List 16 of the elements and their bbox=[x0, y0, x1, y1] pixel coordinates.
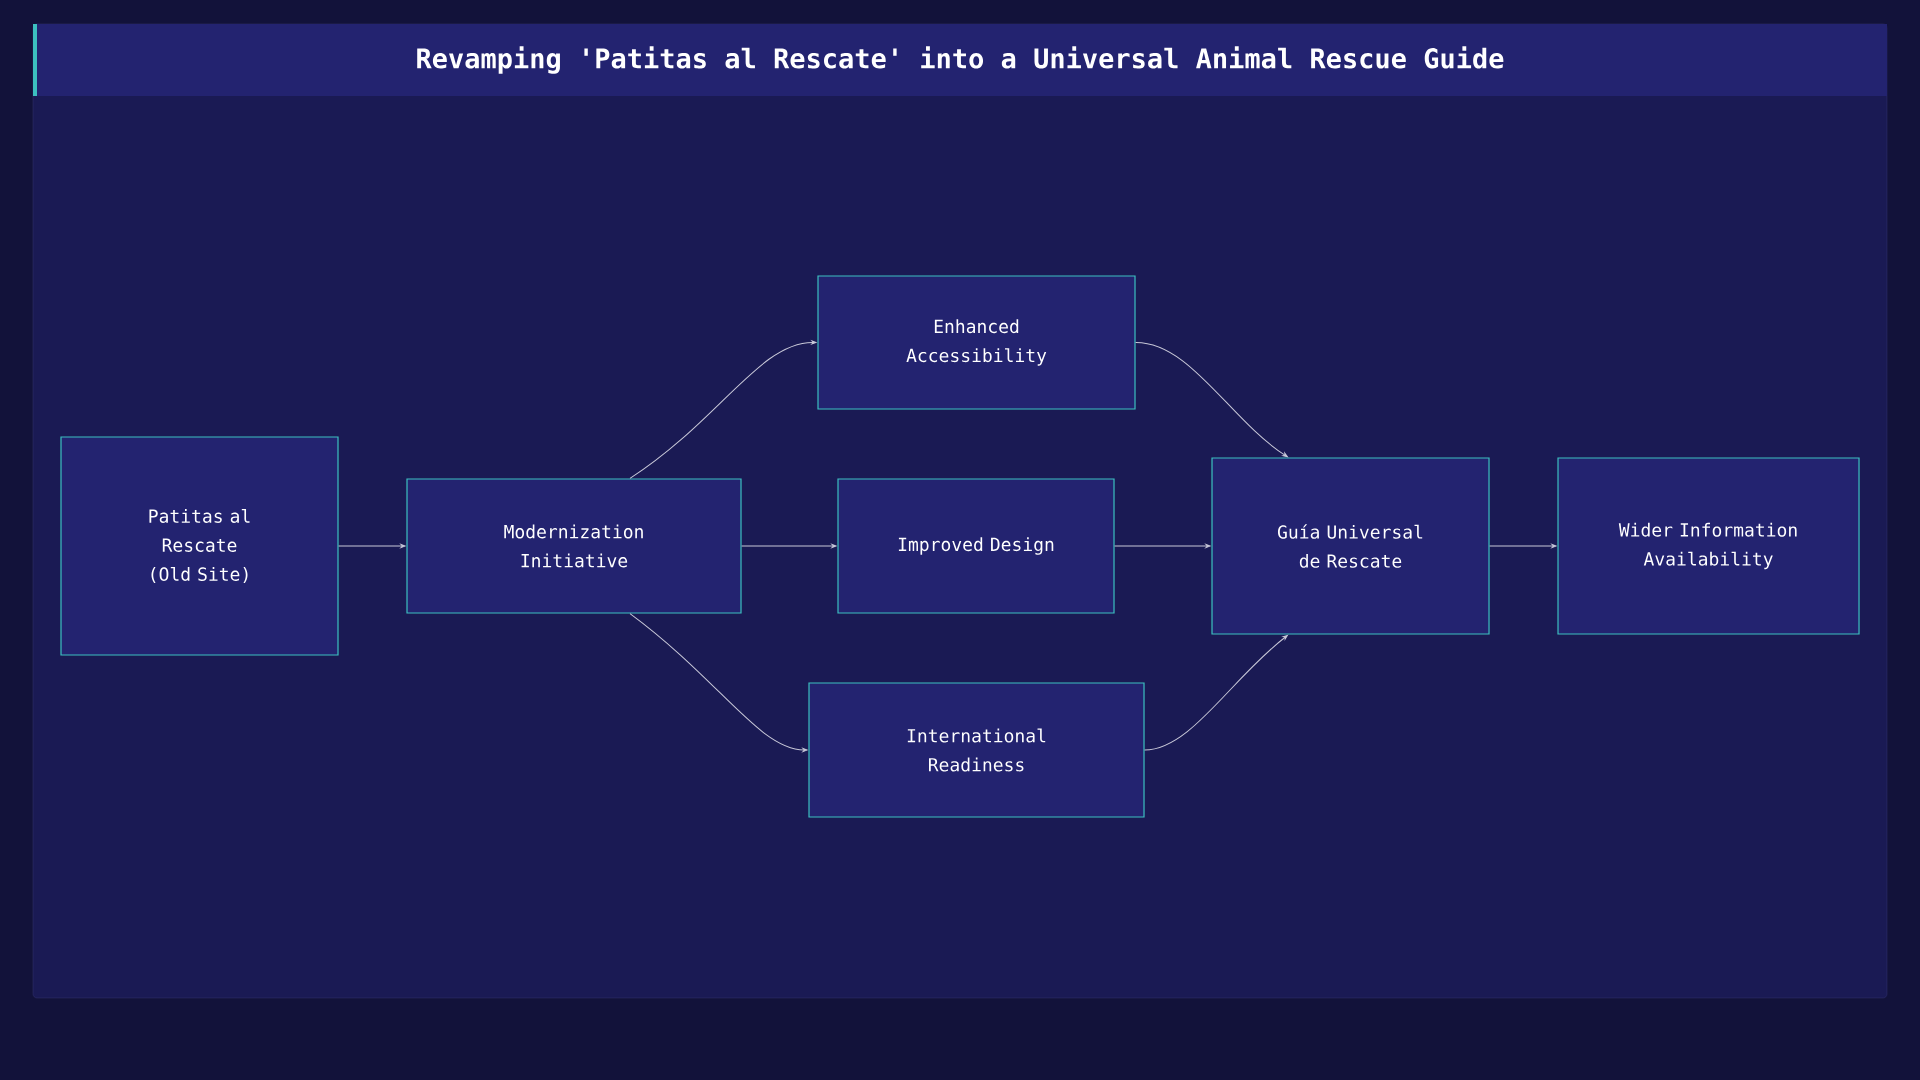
arrow bbox=[629, 613, 808, 752]
arrow bbox=[1114, 544, 1211, 548]
process-box: Wider Information Availability bbox=[1557, 457, 1860, 635]
process-box: Improved Design bbox=[837, 478, 1115, 614]
arrow bbox=[629, 340, 817, 479]
process-box: Guía Universal de Rescate bbox=[1211, 457, 1490, 635]
title-bar: Revamping 'Patitas al Rescate' into a Universal Animal Rescue Guide bbox=[33, 24, 1887, 96]
arrow bbox=[1489, 544, 1557, 548]
process-box: Patitas al Rescate (Old Site) bbox=[60, 436, 339, 656]
process-box: Modernization Initiative bbox=[406, 478, 742, 614]
arrow bbox=[338, 544, 406, 548]
process-box: International Readiness bbox=[808, 682, 1145, 818]
arrow bbox=[741, 544, 837, 548]
arrow bbox=[1144, 634, 1288, 751]
process-box: Enhanced Accessibility bbox=[817, 275, 1136, 410]
arrow bbox=[1135, 342, 1288, 458]
